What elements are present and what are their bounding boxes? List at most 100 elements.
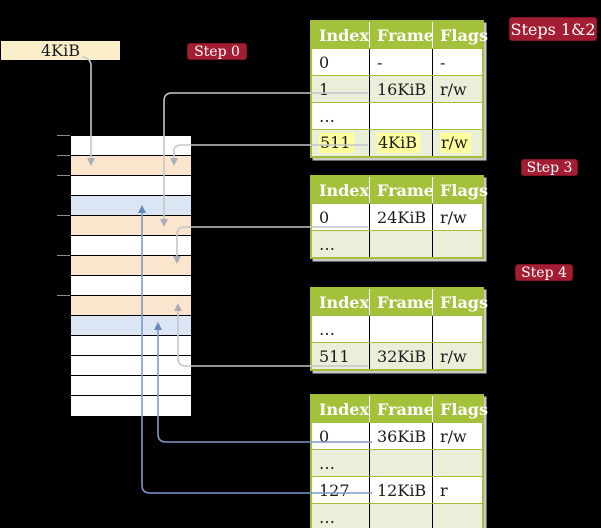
step4-badge: Step 4 [515, 264, 573, 281]
table-cell [369, 316, 432, 342]
table-cell: … [319, 453, 335, 473]
table-cell: - [369, 49, 432, 75]
column-header-frame: Frame [369, 289, 434, 315]
table-cell [432, 504, 482, 528]
table-cell: 36KiB [369, 423, 432, 449]
column-header-frame: Frame [369, 396, 434, 422]
memory-cell-11-free [71, 356, 191, 376]
table-cell: - [432, 49, 482, 75]
table-cell [369, 450, 432, 476]
page-table-step-4-row-0: … [312, 315, 482, 342]
step0-badge-label: Step 0 [194, 43, 240, 60]
highlighted-value: 4KiB [377, 133, 421, 153]
column-header-flags: Flags [432, 289, 488, 315]
column-header-flags: Flags [432, 396, 488, 422]
table-cell: 511 [312, 130, 369, 156]
memory-cell-2-free [71, 176, 191, 196]
highlighted-value: 511 [319, 133, 354, 153]
memory-cell-9-data [71, 316, 191, 336]
root-frame-box: 4KiB [1, 41, 120, 60]
table-cell: … [319, 106, 335, 126]
memory-cell-8-pagetable [71, 296, 191, 316]
table-cell: 127 [319, 480, 350, 500]
memory-tick [57, 255, 70, 256]
page-table-steps-1-2-row-2: … [312, 102, 482, 129]
steps12-badge-label: Steps 1&2 [510, 19, 596, 39]
table-cell: 12KiB [369, 477, 432, 503]
memory-cell-3-data [71, 196, 191, 216]
table-cell: … [319, 507, 335, 527]
memory-tick [57, 155, 70, 156]
page-table-steps-1-2-row-0: 0 -- [312, 48, 482, 75]
table-cell: 4KiB [369, 130, 432, 156]
memory-tick [57, 215, 70, 216]
table-cell: r [432, 477, 482, 503]
table-cell: 511 [319, 346, 350, 366]
step3-badge: Step 3 [521, 159, 578, 176]
step4-badge-label: Step 4 [521, 264, 567, 281]
root-frame-label: 4KiB [40, 41, 80, 60]
table-cell [432, 231, 482, 257]
column-header-flags: Flags [432, 177, 488, 203]
table-cell: r/w [432, 76, 482, 102]
table-cell: 32KiB [369, 343, 432, 369]
memory-cell-5-free [71, 236, 191, 256]
steps12-badge: Steps 1&2 [509, 17, 597, 41]
memory-cell-10-free [71, 336, 191, 356]
table-cell [432, 103, 482, 129]
highlighted-value: r/w [440, 133, 471, 153]
memory-cell-12-free [71, 376, 191, 396]
column-header-index: Index [319, 292, 370, 312]
table-cell: r/w [432, 423, 482, 449]
table-cell [369, 231, 432, 257]
column-header-index: Index [319, 180, 370, 200]
table-cell: 24KiB [369, 204, 432, 230]
table-cell: 16KiB [369, 76, 432, 102]
column-header-frame: Frame [369, 177, 434, 203]
memory-cell-4-pagetable [71, 216, 191, 236]
column-header-flags: Flags [432, 22, 488, 48]
table-cell: 0 [319, 207, 330, 227]
column-header-frame: Frame [369, 22, 434, 48]
page-table-steps-1-2-row-3: 511 4KiB r/w [312, 129, 482, 156]
column-header-index: Index [319, 399, 370, 419]
table-cell: 0 [319, 52, 330, 72]
table-cell [432, 450, 482, 476]
table-cell: 1 [319, 79, 330, 99]
step3-badge-label: Step 3 [526, 159, 573, 176]
table-cell: 0 [319, 426, 330, 446]
memory-tick [57, 295, 70, 296]
table-cell: … [319, 234, 335, 254]
memory-cell-1-pagetable [71, 156, 191, 176]
memory-cell-7-free [71, 276, 191, 296]
step0-badge: Step 0 [187, 43, 247, 60]
page-table-final-row-1: … [312, 449, 482, 476]
memory-cell-13-free [71, 396, 191, 416]
page-table-final-row-3: … [312, 503, 482, 528]
table-cell: r/w [432, 130, 482, 156]
memory-cell-6-pagetable [71, 256, 191, 276]
table-cell [369, 103, 432, 129]
memory-tick [57, 175, 70, 176]
table-cell: r/w [432, 204, 482, 230]
memory-tick [57, 135, 70, 136]
table-cell [369, 504, 432, 528]
physical-memory-column [70, 135, 192, 417]
memory-cell-0-free [71, 136, 191, 156]
table-cell: r/w [432, 343, 482, 369]
table-cell: … [319, 319, 335, 339]
column-header-index: Index [319, 25, 370, 45]
